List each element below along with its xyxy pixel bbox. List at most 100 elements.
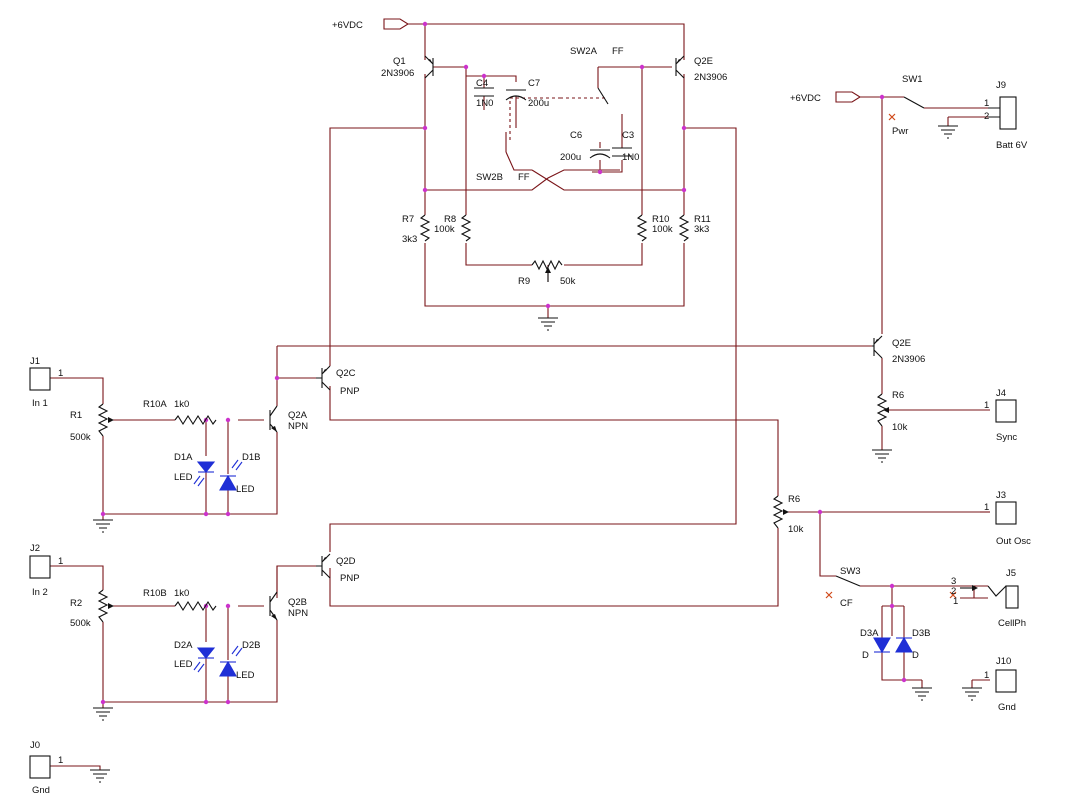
d3b-type: D <box>912 650 919 661</box>
r7-value: 3k3 <box>402 234 417 245</box>
transistor-q2e-mid: Q2E 2N3906 <box>872 335 925 365</box>
d1b-label: D1B <box>242 452 260 463</box>
j4-pin: 1 <box>984 400 989 411</box>
j2-name: In 2 <box>32 587 48 598</box>
j1-name: In 1 <box>32 398 48 409</box>
ground-icon <box>93 519 113 533</box>
potentiometer-r2: R2 500k <box>70 589 114 629</box>
j4-name: Sync <box>996 432 1017 443</box>
q2c-label: Q2C <box>336 368 356 379</box>
d3a-type: D <box>862 650 869 661</box>
r6-right-label: R6 <box>892 390 904 401</box>
r9-value: 50k <box>560 276 576 287</box>
j2-label: J2 <box>30 543 40 554</box>
j5-pin1: 1 <box>953 596 958 607</box>
connector-j0: J0 1 Gnd <box>29 740 63 796</box>
d1a-label: D1A <box>174 452 193 463</box>
resistor-r8: R8 100k <box>434 214 472 242</box>
q2e-mid-label: Q2E <box>892 338 911 349</box>
q2d-label: Q2D <box>336 556 356 567</box>
c7-value: 200u <box>528 98 549 109</box>
capacitor-c3: C3 1N0 <box>612 130 639 163</box>
connector-j3: J3 1 Out Osc <box>984 490 1031 547</box>
q2e-top-part: 2N3906 <box>694 72 727 83</box>
c3-label: C3 <box>622 130 634 141</box>
j9-pin2: 2 <box>984 111 989 122</box>
c4-value: 1N0 <box>476 98 493 109</box>
j2-pin: 1 <box>58 556 63 567</box>
d3b-label: D3B <box>912 628 930 639</box>
sw2b-ff: FF <box>518 172 530 183</box>
q1-label: Q1 <box>393 56 406 67</box>
ground-icon <box>93 707 113 721</box>
potentiometer-r1: R1 500k <box>70 403 114 443</box>
q2e-top-label: Q2E <box>694 56 713 67</box>
q2b-label: Q2B <box>288 597 307 608</box>
r10a-label: R10A <box>143 399 167 410</box>
sw1-label: SW1 <box>902 74 923 85</box>
transistor-q2a: Q2A NPN <box>269 405 308 433</box>
resistor-r7: R7 3k3 <box>402 214 431 245</box>
potentiometer-r9: R9 50k <box>518 259 576 287</box>
capacitor-c4: C4 1N0 <box>474 78 494 109</box>
d2a-type: LED <box>174 659 193 670</box>
transistor-q2c: Q2C PNP <box>316 365 360 397</box>
r11-value: 3k3 <box>694 224 709 235</box>
r10b-label: R10B <box>143 588 167 599</box>
c7-label: C7 <box>528 78 540 89</box>
connector-j5: J5 3 2 1 CellPh <box>949 568 1026 629</box>
j10-label: J10 <box>996 656 1011 667</box>
resistor-r11: R11 3k3 <box>678 214 711 242</box>
d1b-type: LED <box>236 484 255 495</box>
capacitor-c6: C6 200u <box>560 130 611 163</box>
r8-value: 100k <box>434 224 455 235</box>
r7-label: R7 <box>402 214 414 225</box>
r11-label: R11 <box>694 214 711 225</box>
transistor-q2b: Q2B NPN <box>269 591 308 621</box>
c4-label: C4 <box>476 78 488 89</box>
q2e-mid-part: 2N3906 <box>892 354 925 365</box>
j9-label: J9 <box>996 80 1006 91</box>
diode-d3a: D3A D <box>860 628 891 661</box>
j10-name: Gnd <box>998 702 1016 713</box>
ground-symbols <box>90 125 982 783</box>
r10-label: R10 <box>652 214 669 225</box>
ground-icon <box>872 449 892 463</box>
c3-value: 1N0 <box>622 152 639 163</box>
resistor-r10: R10 100k <box>636 214 673 242</box>
q2c-type: PNP <box>340 386 360 397</box>
ground-icon <box>938 125 958 139</box>
ground-icon <box>912 687 932 701</box>
ground-icon <box>962 687 982 701</box>
connector-j4: J4 1 Sync <box>984 388 1017 443</box>
r2-value: 500k <box>70 618 91 629</box>
connector-j9: J9 1 2 Batt 6V <box>984 80 1028 151</box>
j5-label: J5 <box>1006 568 1016 579</box>
switch-sw3: SW3 CF <box>825 566 861 609</box>
ground-icon <box>538 317 558 331</box>
j4-label: J4 <box>996 388 1006 399</box>
r6-right-value: 10k <box>892 422 908 433</box>
j9-name: Batt 6V <box>996 140 1028 151</box>
cf-label: CF <box>840 598 853 609</box>
connector-j10: J10 1 Gnd <box>984 656 1017 713</box>
j3-label: J3 <box>996 490 1006 501</box>
j3-name: Out Osc <box>996 536 1031 547</box>
connector-j1: J1 1 In 1 <box>29 356 63 409</box>
q1-part: 2N3906 <box>381 68 414 79</box>
transistor-q2d: Q2D PNP <box>316 553 360 584</box>
r10b-value: 1k0 <box>174 588 189 599</box>
c6-label: C6 <box>570 130 582 141</box>
vdc-flag-top: +6VDC <box>332 18 410 31</box>
switch-sw1: SW1 Pwr <box>888 74 925 137</box>
j1-label: J1 <box>30 356 40 367</box>
r6-mid-value: 10k <box>788 524 804 535</box>
diode-d3b: D3B D <box>895 628 930 661</box>
pwr-label: Pwr <box>892 126 908 137</box>
led-d2a: D2A LED <box>174 640 216 673</box>
r8-label: R8 <box>444 214 456 225</box>
j1-pin: 1 <box>58 368 63 379</box>
resistor-r10a: R10A 1k0 <box>143 399 217 426</box>
switch-sw2a: SW2A FF <box>570 46 624 105</box>
potentiometer-r6-mid: R6 10k <box>772 494 804 535</box>
